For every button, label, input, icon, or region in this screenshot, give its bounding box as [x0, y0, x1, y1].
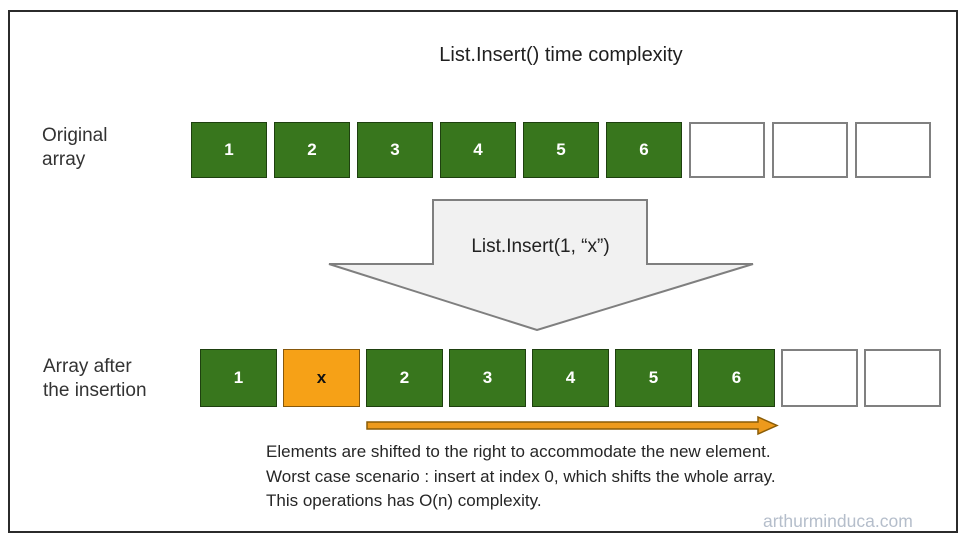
array-cell-5: 5 [615, 349, 692, 407]
insert-direction-arrow-icon [328, 199, 754, 331]
array-cell-4: 4 [440, 122, 516, 178]
array-cell-6: 6 [698, 349, 775, 407]
array-cell-empty [864, 349, 941, 407]
insert-call-label: List.Insert(1, “x”) [471, 236, 610, 257]
explanation-text: Elements are shifted to the right to acc… [266, 440, 776, 514]
array-cell-3: 3 [357, 122, 433, 178]
array-cell-5: 5 [523, 122, 599, 178]
shift-right-arrow-icon [366, 415, 779, 436]
array-cell-1: 1 [200, 349, 277, 407]
result-array-label: Array after the insertion [43, 356, 147, 401]
array-cell-2: 2 [274, 122, 350, 178]
array-cell-empty [689, 122, 765, 178]
watermark-text: arthurminduca.com [763, 511, 913, 531]
array-cell-empty [772, 122, 848, 178]
array-cell-1: 1 [191, 122, 267, 178]
diagram-title: List.Insert() time complexity [439, 44, 683, 66]
array-cell-4: 4 [532, 349, 609, 407]
explanation-line-2: Worst case scenario : insert at index 0,… [266, 466, 776, 486]
array-cell-6: 6 [606, 122, 682, 178]
array-cell-3: 3 [449, 349, 526, 407]
array-cell-empty [855, 122, 931, 178]
array-cell-2: 2 [366, 349, 443, 407]
explanation-line-3: This operations has O(n) complexity. [266, 491, 542, 510]
array-cell-empty [781, 349, 858, 407]
original-array-label: Original array [42, 125, 108, 170]
array-cell-x: x [283, 349, 360, 407]
diagram-frame: List.Insert() time complexity Original a… [8, 10, 958, 533]
explanation-line-1: Elements are shifted to the right to acc… [266, 442, 771, 461]
